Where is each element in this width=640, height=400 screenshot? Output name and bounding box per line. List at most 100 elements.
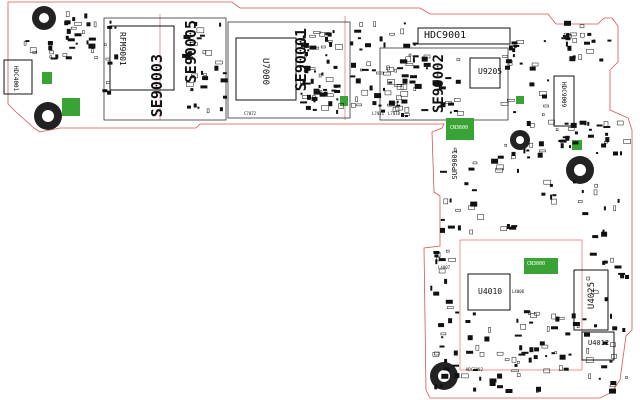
smd-component [196,37,202,40]
smd-component [555,128,559,131]
smd-component [505,65,510,70]
smd-component [402,78,408,84]
smd-component [614,265,622,269]
label-se90001: SE90001 [292,28,310,92]
smd-component [511,155,516,160]
smd-component [560,143,564,149]
smd-component [465,320,471,323]
smd-component [67,38,75,42]
smd-component [569,56,576,62]
smd-component [392,106,400,112]
smd-component [369,85,373,91]
smd-component [433,251,440,254]
smd-component [440,332,447,336]
smd-component [598,377,601,380]
smd-component [300,40,306,44]
chip-u4012 [581,331,615,361]
smd-component [405,56,411,63]
smd-component [603,126,611,128]
smd-component [389,32,395,36]
smd-component [412,57,415,63]
smd-component [445,299,453,304]
smd-component [333,65,338,69]
smd-component [527,156,531,159]
chip-u4025 [573,269,609,331]
smd-component [586,49,594,54]
smd-component [196,27,205,34]
smd-component [526,121,531,126]
smd-component [572,38,578,43]
smd-component [412,42,418,45]
smd-component [517,361,520,364]
smd-component [309,45,317,50]
smd-component [335,44,343,50]
smd-component [472,161,478,165]
smd-component [551,198,557,205]
smd-component [467,335,473,341]
smd-component [611,354,617,359]
smd-component [49,50,54,55]
smd-component [455,209,461,212]
smd-component [401,99,408,104]
smd-component [447,225,455,229]
smd-component [205,50,212,56]
smd-component [509,226,517,230]
smd-component [445,249,450,253]
smd-component [568,353,572,356]
smd-component [396,104,401,107]
smd-component [511,225,518,228]
smd-component [434,351,440,356]
smd-component [191,73,198,79]
smd-component [421,56,428,62]
smd-component [454,373,460,379]
smd-components [23,11,631,394]
smd-component [423,62,431,67]
smd-component [223,95,227,99]
smd-component [625,376,628,379]
smd-component [605,132,609,136]
smd-component [609,360,613,363]
smd-component [578,200,583,203]
smd-component [565,332,571,336]
smd-component [447,306,454,309]
smd-component [610,257,614,263]
smd-component [601,143,607,148]
smd-component [473,387,477,392]
smd-component [572,141,579,145]
smd-component [565,37,571,41]
smd-component [309,34,316,38]
smd-component [519,345,523,351]
smd-component [578,54,583,60]
smd-component [579,120,587,125]
smd-component [464,182,469,186]
smd-component [602,260,606,265]
smd-component [541,113,545,116]
smd-component [613,151,618,156]
smd-component [541,344,549,349]
smd-component [536,386,541,392]
shield-can-u4010 [459,239,583,371]
smd-component [300,92,303,95]
smd-component [379,36,383,42]
smd-component [193,103,197,108]
smd-component [396,95,402,101]
smd-component [543,40,546,43]
smd-component [187,105,191,109]
smd-component [444,278,448,284]
smd-component [468,167,475,171]
smd-component [602,341,608,345]
smd-component [94,56,98,59]
smd-component [623,139,631,144]
smd-component [438,323,445,328]
green-pad [516,96,524,104]
smd-component [114,26,117,29]
label-c7072: C7072 [244,111,257,116]
smd-component [313,88,320,91]
smd-component [199,34,205,37]
smd-component [504,358,510,361]
shield-can-u7000 [227,21,351,119]
smd-component [72,17,76,22]
smd-component [472,312,476,316]
smd-component [314,46,320,50]
smd-component [603,121,609,127]
